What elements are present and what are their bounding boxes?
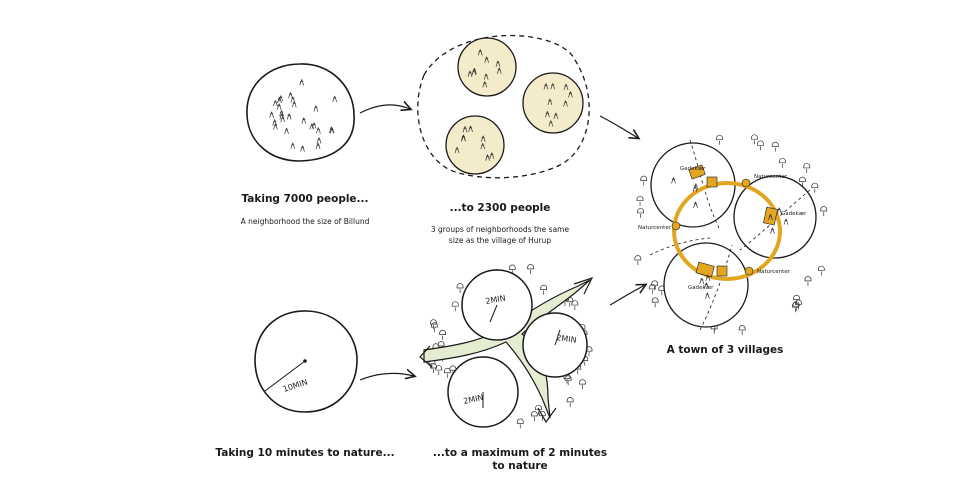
- ten-minute-radius: [264, 359, 307, 392]
- two-minute-label-right: 2MIN: [556, 333, 577, 345]
- village-label-top: Gadekær: [680, 166, 706, 172]
- neighborhood-group-left: [445, 115, 505, 175]
- arrow-1-to-2: [359, 105, 410, 114]
- step2-subtitle-line2: size as the village of Hurup: [448, 236, 552, 245]
- village-bottom: [663, 242, 749, 328]
- step2-subtitle-line1: 3 groups of neighborhoods the same: [430, 225, 570, 234]
- neighborhood-right: [522, 312, 588, 378]
- people-sketches: [671, 177, 789, 299]
- step4-title-line1: ...to a maximum of 2 minutes: [432, 447, 608, 459]
- arrow-4-to-result: [609, 285, 645, 306]
- naturcenter-label-left: Naturcenter: [638, 225, 672, 231]
- neighborhood-bottom: [447, 356, 519, 428]
- naturcenter-label-top: Naturcenter: [754, 174, 788, 180]
- step2-title: ...to 2300 people: [449, 202, 551, 214]
- people-sketches: [454, 49, 573, 161]
- arrow-2-to-result: [599, 115, 638, 138]
- village-label-right: Gadekær: [781, 211, 807, 217]
- people-sketches: [269, 79, 338, 152]
- two-minute-label-top: 2MIN: [485, 294, 507, 306]
- big-neighborhood-circle: [246, 63, 355, 162]
- dashed-town-boundary: [417, 34, 590, 179]
- step1-title: Taking 7000 people...: [241, 193, 369, 205]
- step4-title-line2: to nature: [492, 460, 548, 472]
- corridor-arrowheads: [419, 276, 594, 424]
- village-label-bottom: Gadekær: [688, 285, 714, 291]
- arrow-3-to-4: [359, 373, 414, 381]
- neighborhood-top: [461, 269, 533, 341]
- paths-dashed: [649, 139, 811, 331]
- two-minute-label-bottom: 2MIN: [463, 393, 485, 406]
- neighborhood-group-right: [522, 72, 584, 134]
- neighborhood-group-top: [457, 37, 517, 97]
- result-title: A town of 3 villages: [666, 344, 784, 356]
- step1-subtitle: A neighborhood the size of Billund: [240, 217, 370, 226]
- naturcenter-label-bottom: Naturcenter: [757, 269, 791, 275]
- step3-title: Taking 10 minutes to nature...: [215, 447, 395, 459]
